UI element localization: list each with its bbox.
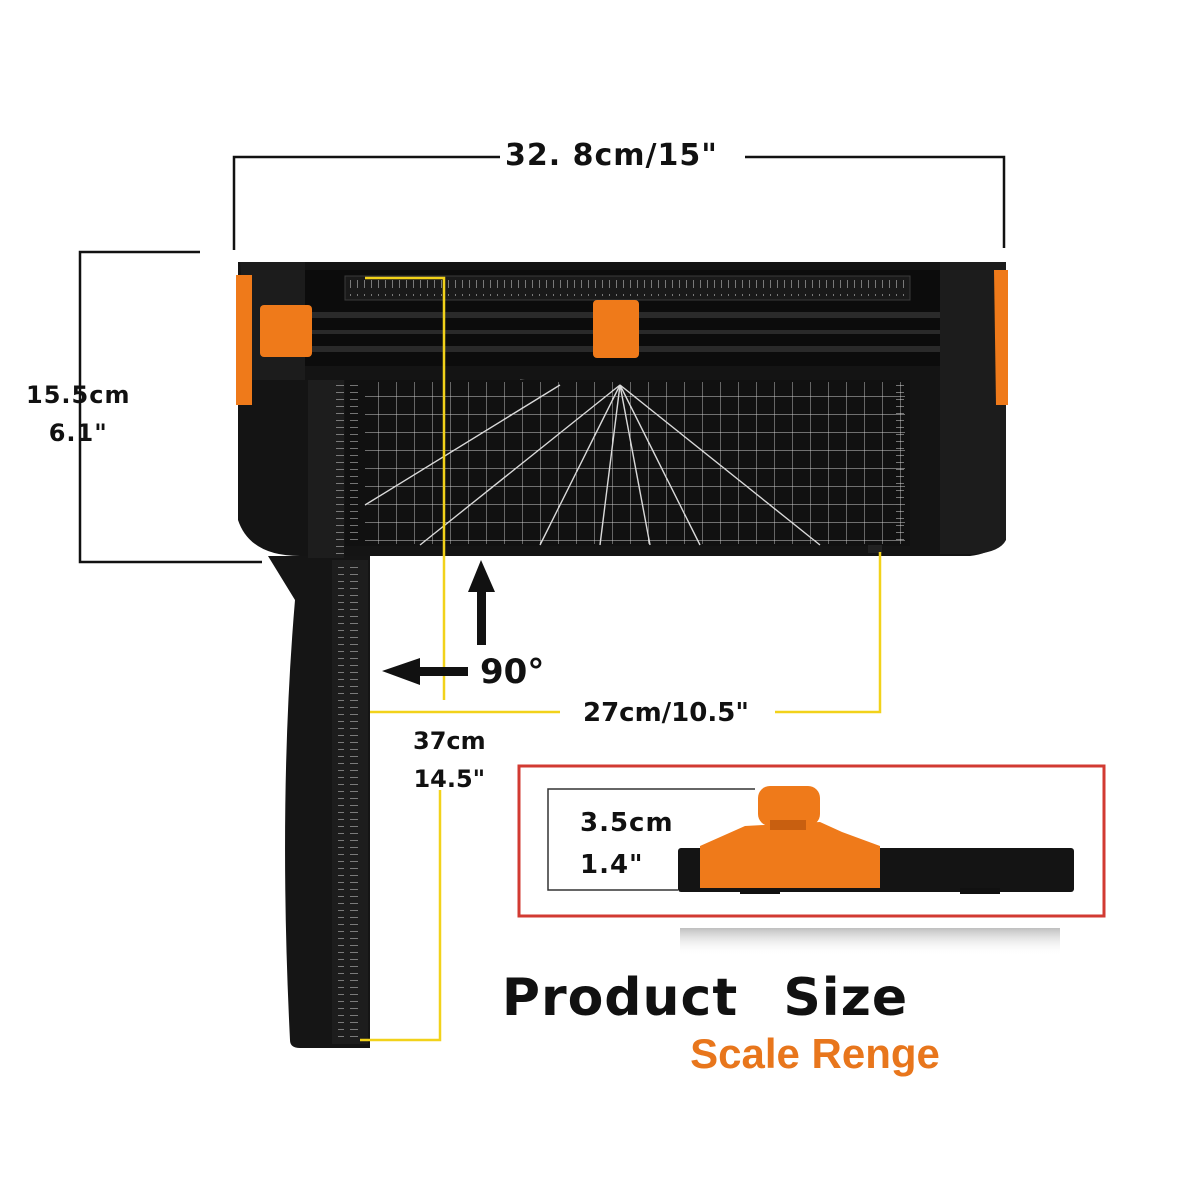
thickness-label: 3.5cm 1.4" [580,802,674,886]
thickness-inset [517,764,1106,918]
height-label: 15.5cm 6.1" [26,376,130,452]
ruler-in-label: 14.5" [413,765,486,793]
height-dimension-bracket [78,250,262,564]
thickness-in-label: 1.4" [580,850,644,880]
cutter-handles [236,270,1008,405]
height-cm-label: 15.5cm [26,381,131,409]
height-in-label: 6.1" [48,419,108,447]
cut-length-label: 27cm/10.5" [583,698,749,728]
width-label: 32. 8cm/15" [505,138,718,173]
ruler-length-label: 37cm 14.5" [413,722,486,798]
thickness-cm-label: 3.5cm [580,808,674,838]
inset-shadow [680,928,1060,956]
arrow-left-icon [382,658,468,685]
arrow-up-icon [468,560,495,645]
width-dimension-bracket [232,155,1006,250]
angle-label: 90° [480,652,545,692]
cut-length-guide [360,276,882,1042]
page-subtitle: Scale Renge [690,1030,940,1077]
page-title: Product Size [501,968,909,1028]
extension-ruler-arm [268,380,370,1048]
ruler-cm-label: 37cm [413,727,486,755]
